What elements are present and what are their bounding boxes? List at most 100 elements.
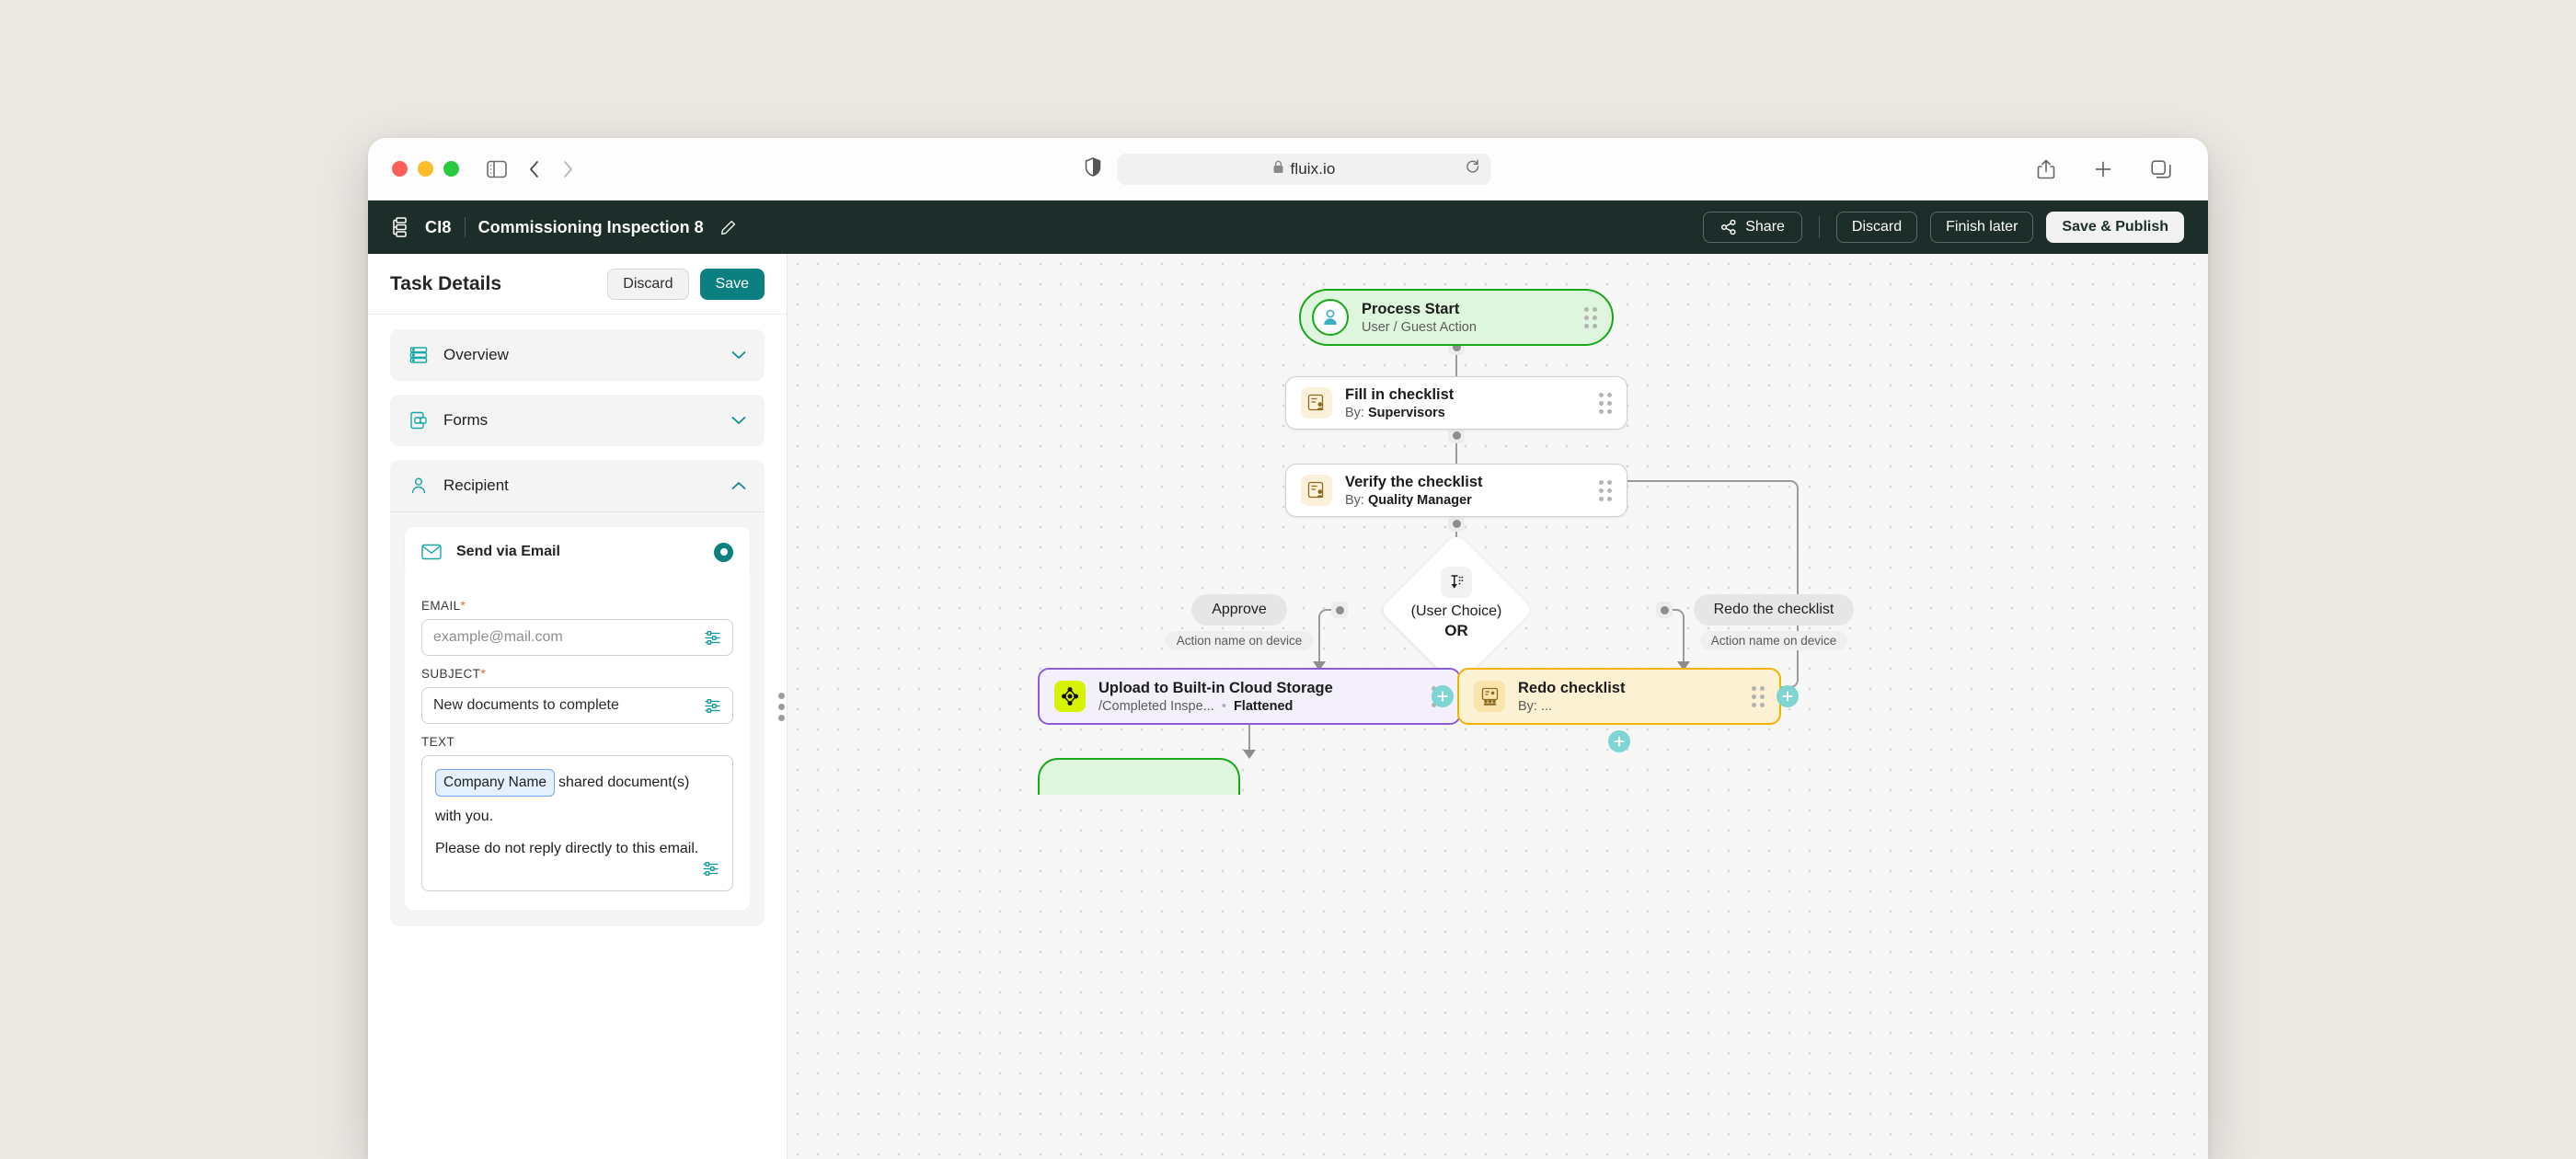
section-forms-label: Forms: [443, 411, 489, 429]
node-subtitle: /Completed Inspe... • Flattened: [1098, 698, 1294, 714]
section-recipient: Recipient: [390, 460, 765, 926]
workflow-code: CI8: [425, 217, 452, 236]
port-choice-right[interactable]: [1656, 602, 1673, 618]
text-field-label: TEXT: [421, 735, 455, 749]
url-text: fluix.io: [1290, 159, 1336, 178]
task-details-panel: Task Details Discard Save: [368, 254, 788, 1159]
forward-chevron-icon[interactable]: [562, 160, 573, 178]
header-divider: [464, 217, 466, 237]
drag-dots-icon[interactable]: [1599, 392, 1612, 414]
panel-resize-handle[interactable]: [775, 688, 787, 725]
list-rows-icon: [408, 345, 429, 365]
plus-icon[interactable]: [2094, 160, 2112, 178]
branch-redo-sub: Action name on device: [1699, 631, 1848, 650]
add-node-right-button[interactable]: [1777, 685, 1799, 707]
window-traffic-lights[interactable]: [392, 161, 459, 177]
form-device-icon: [408, 410, 429, 430]
save-publish-button[interactable]: Save & Publish: [2046, 212, 2184, 243]
node-title: Process Start: [1362, 300, 1460, 317]
sidebar-toggle-icon[interactable]: [487, 160, 507, 178]
lock-icon: [1273, 160, 1284, 178]
share-button-label: Share: [1745, 219, 1785, 235]
pencil-icon[interactable]: [720, 220, 736, 235]
chevron-down-icon[interactable]: [731, 350, 746, 360]
page-title: Commissioning Inspection 8: [477, 217, 704, 236]
discard-button[interactable]: Discard: [1835, 212, 1918, 243]
add-node-left-button[interactable]: [1432, 685, 1454, 707]
text-line-3: Please do not reply directly to this ema…: [435, 840, 699, 856]
chevron-up-icon[interactable]: [731, 481, 746, 490]
section-overview[interactable]: Overview: [390, 329, 765, 381]
cloud-node-icon: [1054, 681, 1086, 712]
send-via-email-radio[interactable]: [714, 542, 733, 562]
send-via-email-option[interactable]: Send via Email: [405, 527, 750, 577]
email-input[interactable]: example@mail.com: [421, 619, 733, 656]
close-window-button[interactable]: [392, 161, 408, 177]
add-node-below-button[interactable]: [1608, 730, 1630, 752]
node-title: Verify the checklist: [1345, 473, 1483, 490]
section-recipient-label: Recipient: [443, 476, 509, 494]
workflow-canvas[interactable]: Process Start User / Guest Action: [788, 254, 2208, 1159]
node-subtitle: By: Quality Manager: [1345, 492, 1472, 508]
branch-approve[interactable]: Approve Action name on device: [1152, 594, 1327, 650]
node-subtitle: User / Guest Action: [1362, 319, 1477, 335]
tab-overview-icon[interactable]: [2151, 159, 2171, 178]
node-title: Fill in checklist: [1345, 385, 1455, 403]
finish-later-button[interactable]: Finish later: [1930, 212, 2034, 243]
panel-title: Task Details: [390, 272, 502, 294]
recipient-fields: EMAIL* example@mail.com: [405, 573, 750, 910]
address-bar-area: fluix.io: [1085, 153, 1491, 185]
subject-input-value: New documents to complete: [433, 697, 619, 713]
drag-dots-icon[interactable]: [1599, 479, 1612, 501]
subject-field-label: SUBJECT*: [421, 667, 486, 681]
app-header: CI8 Commissioning Inspection 8 Share: [368, 201, 2208, 254]
share-upload-icon[interactable]: [2037, 159, 2055, 179]
maximize-window-button[interactable]: [443, 161, 459, 177]
chevron-down-icon[interactable]: [731, 416, 746, 425]
panel-discard-button[interactable]: Discard: [607, 268, 689, 300]
port-choice-left[interactable]: [1331, 602, 1348, 618]
node-title: Redo checklist: [1518, 679, 1626, 696]
text-line-1-rest: shared document(s): [558, 775, 690, 790]
browser-window: fluix.io: [368, 138, 2208, 1159]
port-fill-out[interactable]: [1448, 427, 1465, 443]
company-name-token[interactable]: Company Name: [435, 769, 555, 798]
node-upload-cloud-storage[interactable]: Upload to Built-in Cloud Storage /Comple…: [1038, 668, 1461, 725]
person-circle-icon: [1312, 299, 1349, 336]
edge-redo-to-redochecklist: [1663, 609, 1685, 662]
checklist-group-icon: [1474, 681, 1505, 712]
node-verify-the-checklist[interactable]: Verify the checklist By: Quality Manager: [1285, 464, 1627, 517]
section-forms[interactable]: Forms: [390, 395, 765, 446]
port-verify-out[interactable]: [1448, 515, 1465, 532]
recipient-body: Send via Email EMAIL* example@mail.com: [390, 511, 765, 924]
panel-save-button[interactable]: Save: [699, 268, 765, 300]
share-button[interactable]: Share: [1703, 212, 1802, 243]
send-via-email-label: Send via Email: [456, 544, 560, 559]
sliders-icon[interactable]: [702, 860, 719, 878]
node-process-start[interactable]: Process Start User / Guest Action: [1299, 289, 1614, 346]
workflow-logo-icon[interactable]: [388, 215, 412, 239]
back-chevron-icon[interactable]: [529, 160, 540, 178]
reload-icon[interactable]: [1466, 159, 1480, 178]
node-subtitle: By: Supervisors: [1345, 405, 1445, 420]
text-line-2: with you.: [435, 809, 494, 825]
url-input[interactable]: fluix.io: [1117, 153, 1491, 185]
minimize-window-button[interactable]: [418, 161, 433, 177]
sliders-icon[interactable]: [704, 697, 721, 715]
node-redo-checklist[interactable]: Redo checklist By: ...: [1457, 668, 1781, 725]
drag-dots-icon[interactable]: [1752, 685, 1765, 707]
checklist-person-icon: [1301, 387, 1332, 419]
node-next-partial[interactable]: [1038, 758, 1240, 795]
branch-redo-the-checklist[interactable]: Redo the checklist Action name on device: [1676, 594, 1871, 650]
header-action-divider: [1818, 216, 1820, 238]
subject-input[interactable]: New documents to complete: [421, 687, 733, 724]
sliders-icon[interactable]: [704, 629, 721, 647]
branch-approve-label: Approve: [1191, 594, 1287, 625]
shield-icon[interactable]: [1085, 156, 1101, 181]
section-recipient-header[interactable]: Recipient: [390, 460, 765, 511]
drag-dots-icon[interactable]: [1584, 306, 1597, 328]
node-fill-in-checklist[interactable]: Fill in checklist By: Supervisors: [1285, 376, 1627, 430]
